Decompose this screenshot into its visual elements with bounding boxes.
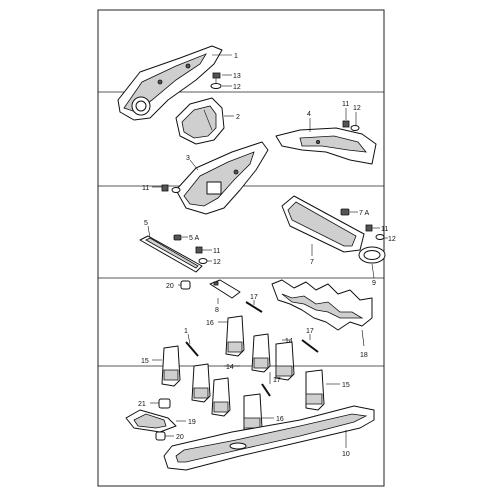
- callout-17: 17: [250, 294, 258, 301]
- callout-2: 2: [236, 114, 240, 121]
- part-10-opening: [229, 442, 247, 450]
- part-16-bracket: [211, 377, 231, 417]
- part-4-air-duct: [275, 127, 377, 165]
- part-3-opening: [206, 181, 222, 195]
- part-17-pin: [245, 301, 263, 313]
- callout-7: 7: [310, 259, 314, 266]
- part-19-bracket: [125, 409, 177, 433]
- callout-11: 11: [342, 101, 349, 108]
- callout-18: 18: [360, 352, 368, 359]
- callout-3: 3: [186, 155, 190, 162]
- part-1-air-guide: [117, 45, 223, 121]
- part-1-opening-inner: [135, 100, 147, 112]
- part-11-nut: [195, 246, 203, 254]
- callout-11: 11: [381, 226, 388, 233]
- callout-1: 1: [234, 53, 238, 60]
- part-15-bracket: [161, 345, 181, 387]
- callout-15: 15: [342, 382, 350, 389]
- callout-17: 17: [273, 377, 281, 384]
- part-16-bracket: [225, 315, 245, 357]
- part-14-bracket: [275, 341, 295, 381]
- callout-5a: 5 A: [189, 235, 199, 242]
- part-5a-clip: [173, 234, 182, 241]
- part-9-collar: [358, 246, 386, 264]
- callout-14: 14: [285, 338, 293, 345]
- part-11-nut: [365, 224, 373, 232]
- part-7-air-channel: [281, 195, 365, 253]
- callout-11: 11: [213, 248, 220, 255]
- callout-12: 12: [388, 236, 396, 243]
- callout-16: 16: [206, 320, 214, 327]
- callout-13: 13: [233, 73, 241, 80]
- callout-5: 5: [144, 220, 148, 227]
- part-1-rivet: [157, 79, 163, 85]
- part-18-corrugated-flap: [271, 279, 373, 331]
- callout-20: 20: [166, 283, 174, 290]
- part-12-washer: [198, 258, 208, 264]
- diagram-frame: [97, 9, 385, 487]
- callout-1: 1: [184, 328, 188, 335]
- part-11-nut: [342, 120, 350, 128]
- part-14-bracket: [251, 333, 271, 373]
- callout-20: 20: [176, 434, 184, 441]
- callout-12: 12: [353, 105, 361, 112]
- callout-14: 14: [226, 364, 234, 371]
- callout-4: 4: [307, 111, 311, 118]
- part-17-pin: [301, 339, 319, 353]
- part-5-rail: [139, 235, 203, 273]
- part-14-bracket: [191, 363, 211, 403]
- part-15-bracket: [305, 369, 325, 411]
- part-12-washer: [171, 187, 181, 193]
- callout-7a: 7 A: [359, 210, 369, 217]
- part-20-grommet: [155, 431, 166, 441]
- part-10-bottom-cover: [163, 405, 375, 471]
- callout-12: 12: [213, 259, 221, 266]
- callout-8: 8: [215, 307, 219, 314]
- part-3-rivet: [233, 169, 239, 175]
- part-4-rivet: [315, 139, 320, 144]
- callout-19: 19: [188, 419, 196, 426]
- part-21-grommet: [158, 398, 171, 409]
- part-12-washer: [375, 234, 385, 240]
- callout-12: 12: [233, 84, 241, 91]
- callout-9: 9: [372, 280, 376, 287]
- part-13-screw: [212, 72, 221, 83]
- part-12-washer: [350, 125, 360, 131]
- part-8-bracket: [209, 279, 241, 299]
- part-17-pin: [261, 383, 271, 397]
- leader-lines: [147, 54, 388, 448]
- part-1-pin: [185, 341, 199, 357]
- part-3-air-guide: [175, 141, 269, 215]
- callout-10: 10: [342, 451, 350, 458]
- part-11-nut: [161, 184, 169, 192]
- callout-16: 16: [276, 416, 284, 423]
- callout-17: 17: [306, 328, 314, 335]
- callout-11: 11: [142, 185, 149, 192]
- part-1-rivet: [185, 63, 191, 69]
- callout-21: 21: [138, 401, 146, 408]
- callout-labels: 1 13 12 2 4 11 12 3 11 7 A 11 12 5 5 A 1…: [138, 53, 396, 458]
- part-12-washer: [210, 83, 222, 89]
- part-2-cover: [175, 97, 225, 145]
- part-20-grommet: [180, 280, 191, 290]
- part-7a-clip: [340, 208, 350, 216]
- callout-15: 15: [141, 358, 149, 365]
